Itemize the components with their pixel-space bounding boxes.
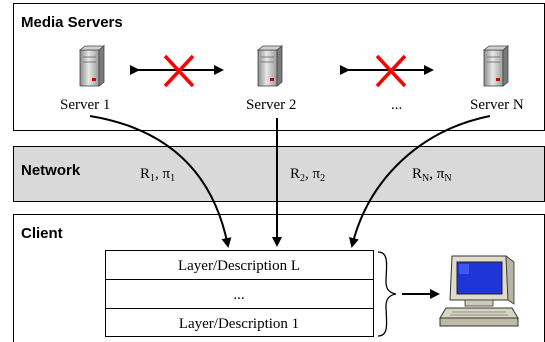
layer-label-bottom: Layer/Description 1 bbox=[179, 316, 299, 332]
network-title: Network bbox=[21, 162, 81, 179]
network-band bbox=[13, 146, 545, 202]
layer-label-middle: ... bbox=[233, 287, 244, 303]
layer-label-top: Layer/Description L bbox=[178, 258, 300, 274]
link-label-n: RN, πN bbox=[412, 166, 452, 184]
layer-row-middle bbox=[105, 279, 374, 309]
server-n-label: Server N bbox=[470, 97, 524, 113]
layer-row-bottom bbox=[105, 308, 374, 337]
media-servers-title: Media Servers bbox=[21, 14, 123, 31]
server-1-label: Server 1 bbox=[60, 97, 110, 113]
link-arrow-1 bbox=[89, 115, 232, 248]
client-title: Client bbox=[21, 225, 63, 242]
server-1-icon bbox=[78, 45, 106, 87]
layer-row-top bbox=[105, 250, 374, 280]
server-n-icon bbox=[482, 45, 510, 87]
computer-icon bbox=[439, 255, 519, 327]
link-label-2: R2, π2 bbox=[290, 166, 325, 184]
link-arrow-n bbox=[349, 115, 491, 248]
link-label-1: R1, π1 bbox=[140, 166, 175, 184]
server-2-label: Server 2 bbox=[246, 97, 296, 113]
cross-icon bbox=[375, 54, 407, 88]
cross-icon bbox=[163, 54, 195, 88]
server-ellipsis-label: ... bbox=[391, 97, 402, 113]
right-brace bbox=[377, 251, 397, 337]
server-2-icon bbox=[256, 45, 284, 87]
